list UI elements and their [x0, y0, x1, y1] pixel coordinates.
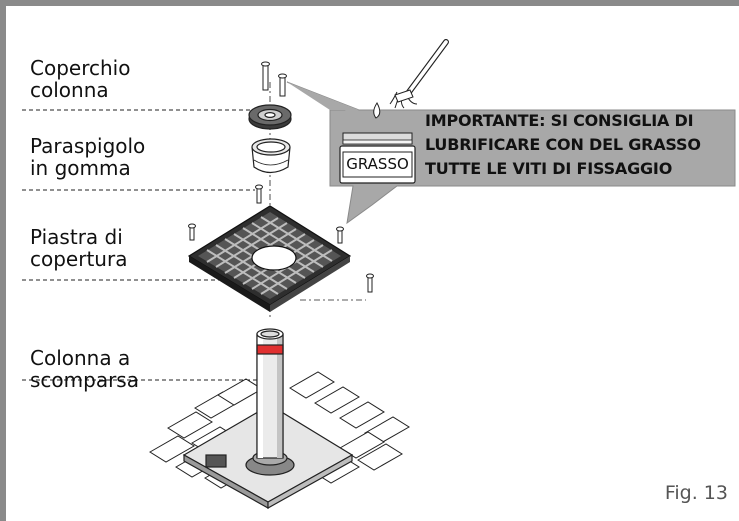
cover-screws — [261, 61, 287, 97]
cover-plate-part — [187, 205, 352, 312]
frame-left-border — [0, 0, 6, 521]
retractable-column-part — [245, 328, 295, 476]
plate-screws — [188, 184, 374, 293]
lubrication-warning-text: IMPORTANTE: SI CONSIGLIA DI LUBRIFICARE … — [425, 111, 701, 178]
frame-top-border — [0, 0, 739, 6]
label-rubber-guard: Paraspigolo in gomma — [30, 134, 146, 180]
figure-number: Fig. 13 — [664, 482, 728, 504]
label-column-cover: Coperchio colonna — [30, 56, 131, 102]
label-retractable-column: Colonna a scomparsa — [30, 346, 139, 392]
label-cover-plate: Piastra di copertura — [30, 225, 128, 271]
grease-jar-label: GRASSO — [346, 155, 409, 173]
grease-jar-icon — [339, 132, 416, 184]
callout-bubble — [286, 81, 736, 225]
rubber-guard-part — [251, 138, 291, 174]
leader-lines — [22, 109, 272, 381]
brush-icon — [373, 39, 449, 119]
column-cover-part — [248, 104, 292, 130]
